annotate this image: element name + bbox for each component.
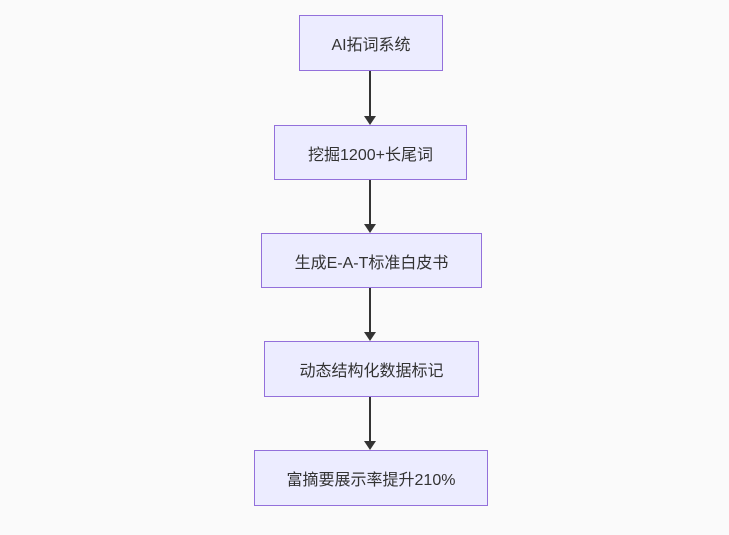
flow-node-longtail-mining: 挖掘1200+长尾词 xyxy=(274,125,467,180)
flow-arrow-1 xyxy=(364,71,376,125)
flow-node-eat-whitepaper: 生成E-A-T标准白皮书 xyxy=(261,233,482,288)
arrow-line xyxy=(369,397,371,442)
flow-arrow-2 xyxy=(364,180,376,233)
arrow-line xyxy=(369,288,371,333)
flow-node-rich-snippet-result: 富摘要展示率提升210% xyxy=(254,450,488,506)
arrow-head-icon xyxy=(364,224,376,233)
flow-node-label: AI拓词系统 xyxy=(331,37,411,54)
flow-node-ai-word-system: AI拓词系统 xyxy=(299,15,443,71)
arrow-head-icon xyxy=(364,116,376,125)
flow-node-label: 挖掘1200+长尾词 xyxy=(308,146,433,164)
flow-node-structured-data: 动态结构化数据标记 xyxy=(264,341,479,397)
flow-node-label: 生成E-A-T标准白皮书 xyxy=(294,254,449,272)
arrow-line xyxy=(369,71,371,117)
flow-node-label: 动态结构化数据标记 xyxy=(299,363,444,380)
arrow-head-icon xyxy=(364,441,376,450)
arrow-head-icon xyxy=(364,332,376,341)
flow-node-label: 富摘要展示率提升210% xyxy=(286,472,456,489)
flow-arrow-3 xyxy=(364,288,376,341)
flow-arrow-4 xyxy=(364,397,376,450)
arrow-line xyxy=(369,180,371,225)
